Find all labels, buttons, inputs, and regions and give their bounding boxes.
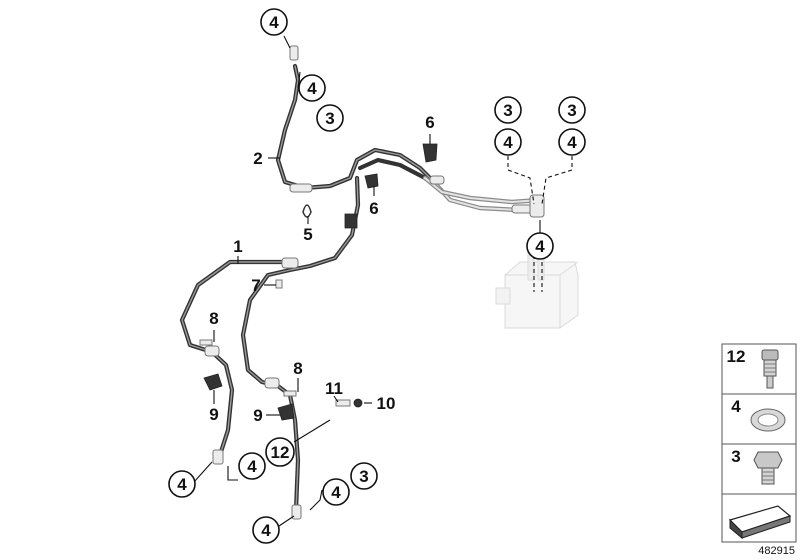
svg-text:4: 4 [247, 457, 257, 476]
hollow-screw-icon [753, 451, 783, 485]
bolt-right-icon [283, 390, 297, 397]
svg-text:12: 12 [271, 443, 290, 462]
svg-text:4: 4 [177, 475, 187, 494]
svg-text:4: 4 [307, 79, 317, 98]
cable-tie-icon [302, 204, 312, 218]
legend-row-4: 4 [721, 393, 797, 445]
bleed-screw-icon [335, 399, 351, 407]
bolt-left-icon [199, 339, 213, 346]
banjo-bolt-icon [761, 349, 779, 389]
brake-line-upper [275, 45, 545, 218]
callout-4-abs-lower: 4 [526, 232, 554, 260]
leader-lines [193, 35, 573, 529]
svg-text:3: 3 [567, 101, 576, 120]
svg-text:4: 4 [535, 237, 545, 256]
svg-text:4: 4 [331, 483, 341, 502]
hose-end-fitting-icon [289, 45, 299, 61]
callout-3-upper: 3 [316, 104, 344, 132]
callout-4-top: 4 [260, 8, 288, 36]
label-8-right: 8 [293, 359, 302, 378]
legend-row-12: 12 [721, 343, 797, 395]
svg-text:3: 3 [503, 101, 512, 120]
svg-text:4: 4 [269, 13, 279, 32]
callout-3-lower-right: 3 [350, 462, 378, 490]
callout-4-lower-mid: 4 [238, 452, 266, 480]
holder-icon [344, 213, 358, 229]
label-2: 2 [253, 149, 262, 168]
svg-text:3: 3 [359, 467, 368, 486]
label-10: 10 [377, 394, 396, 413]
callout-4-bottom: 4 [252, 516, 280, 544]
arrow-symbol-icon [728, 505, 792, 540]
label-6-mid: 6 [369, 199, 378, 218]
label-1: 1 [233, 237, 242, 256]
sealing-ring-icon [750, 408, 786, 432]
callout-4-lower-left: 4 [168, 470, 196, 498]
brake-hose-front [179, 175, 361, 520]
label-5: 5 [303, 225, 312, 244]
abs-hydraulic-unit [495, 249, 579, 329]
callout-4-abs-right: 4 [558, 128, 586, 156]
label-7: 7 [251, 276, 260, 295]
diagram-id: 482915 [758, 545, 795, 557]
cap-icon [353, 398, 363, 408]
screw-7-icon [275, 279, 283, 289]
callout-3-abs-right: 3 [558, 96, 586, 124]
callout-4-upper-second: 4 [298, 74, 326, 102]
callout-3-abs-left: 3 [494, 96, 522, 124]
label-6-top: 6 [425, 113, 434, 132]
svg-text:12: 12 [727, 347, 746, 366]
callout-12: 12 [265, 437, 295, 467]
callout-4-lower-right: 4 [322, 478, 350, 506]
svg-text:3: 3 [325, 109, 334, 128]
callout-4-abs-left: 4 [494, 128, 522, 156]
bracket-left-icon [203, 373, 223, 391]
label-11: 11 [325, 379, 343, 398]
clip-icon [364, 173, 379, 189]
grommet-icon [422, 143, 438, 163]
svg-text:4: 4 [503, 133, 513, 152]
svg-text:4: 4 [567, 133, 577, 152]
label-9-left: 9 [209, 405, 218, 424]
svg-text:4: 4 [731, 397, 741, 416]
legend-row-symbol [721, 493, 797, 543]
label-8-left: 8 [209, 309, 218, 328]
legend-row-3: 3 [721, 443, 797, 495]
bracket-right-icon [277, 403, 295, 421]
svg-text:4: 4 [261, 521, 271, 540]
svg-text:3: 3 [731, 447, 740, 466]
label-9-right: 9 [253, 406, 262, 425]
